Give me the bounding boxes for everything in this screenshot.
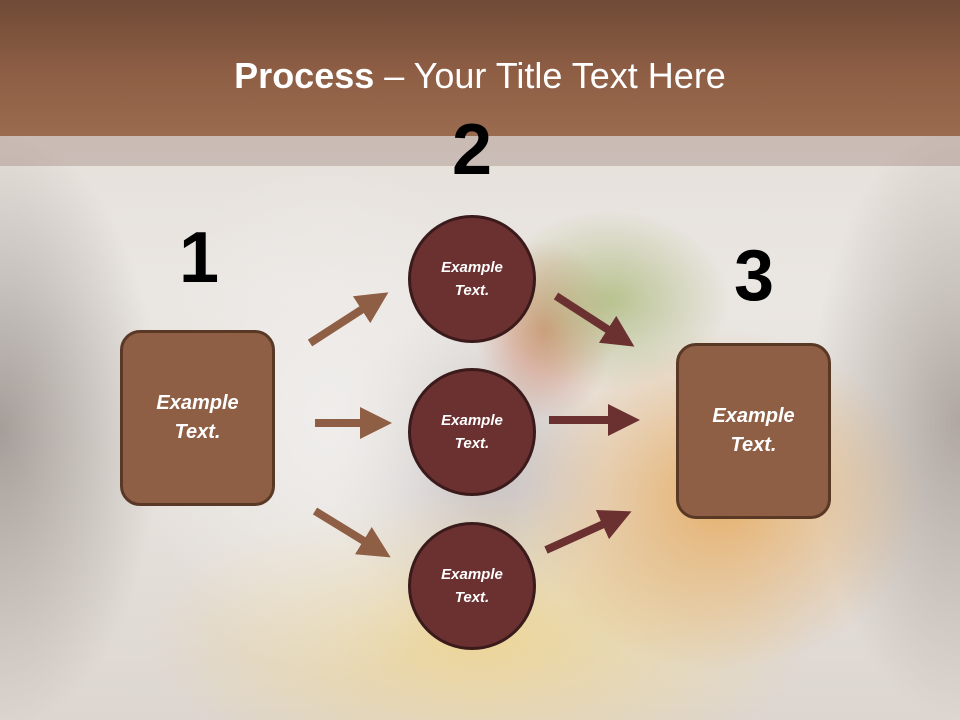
left-box: Example Text.: [120, 330, 275, 506]
arrow-right-up: [544, 509, 632, 554]
right-box-line2: Text.: [730, 434, 777, 456]
left-box-line2: Text.: [174, 421, 221, 443]
left-box-line1: Example: [156, 392, 239, 414]
circle-top: Example Text.: [408, 215, 536, 343]
title-bar: [0, 0, 960, 136]
right-box-line1: Example: [712, 405, 795, 427]
right-box: Example Text.: [676, 343, 831, 519]
arrow-left-down: [312, 507, 391, 558]
arrow-right-down: [553, 292, 635, 347]
title-bar-strip: [0, 136, 960, 166]
title-rest: – Your Title Text Here: [374, 55, 726, 96]
circle-middle: Example Text.: [408, 368, 536, 496]
title-bold: Process: [234, 55, 375, 96]
step-number-3: 3: [733, 236, 775, 316]
arrow-left-up: [307, 292, 389, 347]
circle-bottom-line2: Text.: [454, 589, 490, 606]
step-number-2: 2: [451, 110, 493, 190]
circle-middle-line1: Example: [441, 412, 503, 429]
slide-title: Process – Your Title Text Here: [0, 55, 960, 97]
circle-top-line1: Example: [441, 259, 503, 276]
circle-top-line2: Text.: [454, 282, 490, 299]
circle-middle-line2: Text.: [454, 435, 490, 452]
circle-bottom-line1: Example: [441, 566, 503, 583]
step-number-1: 1: [178, 218, 220, 298]
circle-bottom: Example Text.: [408, 522, 536, 650]
